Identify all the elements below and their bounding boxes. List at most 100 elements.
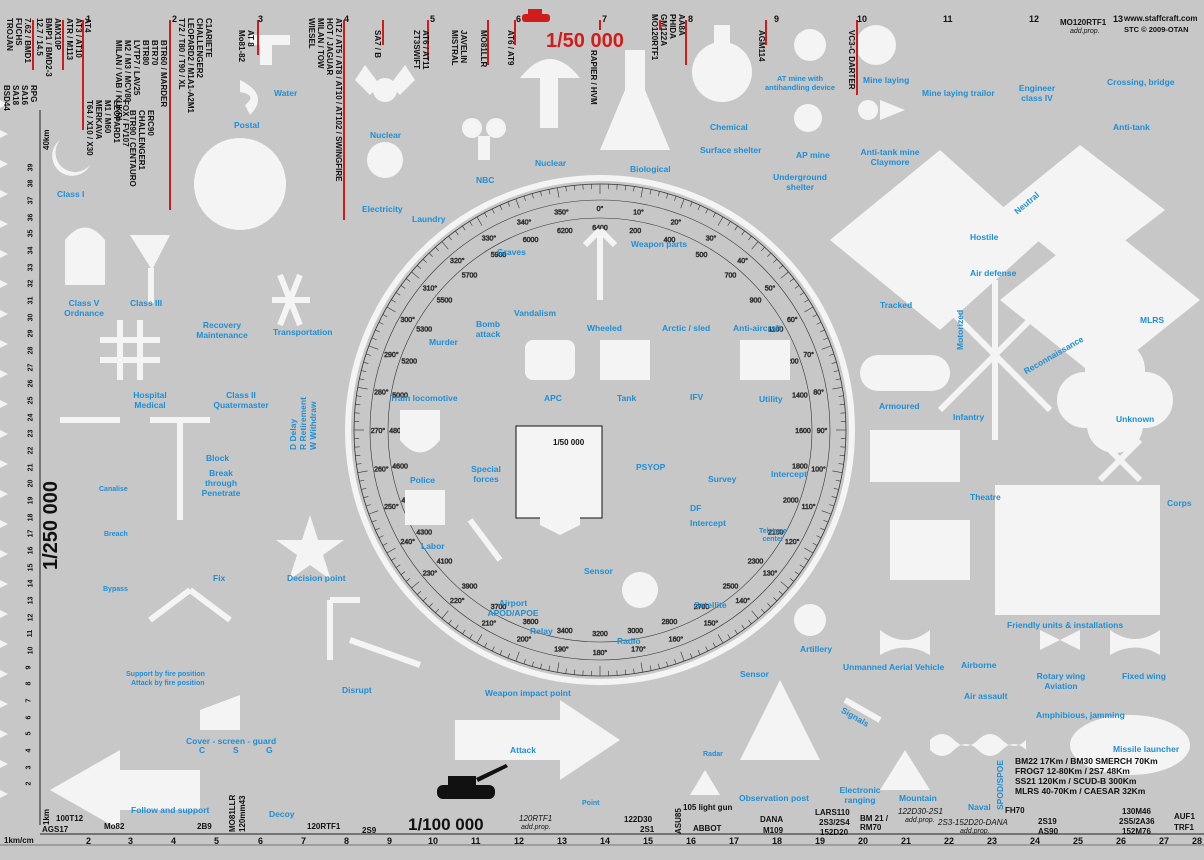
label-laundry: Laundry: [412, 214, 446, 224]
protractor-degree-label: 0°: [597, 205, 604, 213]
left-km-40: 40km: [42, 129, 51, 150]
protractor-mil-label: 5000: [392, 393, 408, 400]
label-utility: Utility: [759, 394, 783, 404]
bot-ruler-10: 10: [428, 836, 439, 846]
protractor-degree-label: 290°: [384, 351, 399, 359]
protractor-tick: [751, 610, 759, 619]
label-nuclear-2: Nuclear: [535, 158, 567, 168]
label-support-by-fire: Support by fire position: [126, 671, 205, 678]
protractor-degree-label: 30°: [706, 235, 717, 243]
bv-asu85: ASU85: [674, 808, 683, 834]
protractor-degree-label: 170°: [631, 646, 646, 654]
protractor-tick: [462, 629, 466, 635]
protractor-tick: [363, 361, 369, 364]
protractor-tick: [484, 642, 488, 648]
label-teletype: Teletype center: [759, 528, 787, 543]
bv-fh70: FH70: [1005, 806, 1025, 815]
protractor-tick: [356, 395, 362, 397]
protractor-mil-label: 4800: [389, 428, 405, 435]
label-biological: Biological: [630, 164, 671, 174]
label-train: Train locomotive: [390, 393, 458, 403]
protractor-tick: [799, 564, 805, 568]
protractor-tick: [395, 292, 401, 296]
protractor-tick: [773, 597, 778, 602]
bv-152d20: 152D20: [820, 828, 849, 837]
label-decoy: Decoy: [269, 809, 295, 819]
protractor-tick: [658, 191, 660, 197]
label-sensor-1: Sensor: [584, 566, 613, 576]
left-ruler-number: 12: [27, 613, 35, 622]
protractor-mil-label: 200: [629, 228, 641, 235]
label-c: C: [199, 745, 206, 755]
protractor-tick: [441, 241, 449, 250]
label-fix: Fix: [213, 573, 226, 583]
label-ifv: IFV: [690, 392, 704, 402]
label-weapon-parts: Weapon parts: [631, 239, 688, 249]
protractor-tick: [633, 668, 635, 674]
protractor-degree-label: 190°: [554, 646, 569, 654]
bot-ruler-19: 19: [815, 836, 826, 846]
protractor-mil-label: 500: [696, 252, 708, 259]
protractor-mil-label: 3200: [592, 631, 608, 638]
protractor-tick: [365, 353, 371, 356]
label-hostile: Hostile: [970, 232, 999, 242]
label-wheeled: Wheeled: [587, 323, 622, 333]
label-mine-laying-trailor: Mine laying trailor: [922, 88, 995, 98]
protractor-tick: [378, 535, 384, 539]
label-cover-screen-guard: Cover - screen - guard: [186, 736, 277, 746]
left-ruler-number: 39: [27, 163, 35, 172]
protractor-degree-label: 40°: [737, 257, 748, 265]
protractor-mil-label: 1200: [783, 359, 799, 366]
label-crossing-bridge: Crossing, bridge: [1107, 77, 1175, 87]
top-ruler-11: 11: [943, 14, 953, 24]
protractor-tick: [804, 547, 814, 554]
label-transportation: Transportation: [273, 327, 333, 337]
bv-dana: DANA: [760, 815, 784, 824]
bot-ruler-22: 22: [944, 836, 955, 846]
protractor-tick: [400, 571, 406, 575]
left-ruler-number: 5: [25, 731, 33, 736]
protractor-mil-label: 1600: [795, 428, 811, 435]
protractor-tick: [799, 292, 805, 296]
left-ruler-number: 38: [27, 179, 35, 188]
label-tank: Tank: [617, 393, 637, 403]
protractor-tick: [829, 504, 835, 507]
label-water: Water: [274, 88, 298, 98]
protractor-tick: [499, 650, 503, 655]
protractor-tick: [368, 510, 379, 515]
left-ruler-number: 32: [27, 279, 35, 288]
protractor-tick: [823, 337, 829, 340]
protractor-tick: [531, 661, 534, 667]
label-mlrs: MLRS: [1140, 315, 1165, 325]
protractor-tick: [361, 488, 367, 490]
left-ruler-number: 9: [25, 665, 33, 670]
protractor-tick: [712, 212, 716, 218]
protractor-tick: [649, 665, 652, 671]
protractor-degree-label: 260°: [374, 466, 389, 474]
protractor-tick: [375, 329, 380, 333]
label-psyop: PSYOP: [636, 462, 666, 472]
protractor-degree-label: 140°: [735, 597, 750, 605]
line-cutouts: [60, 227, 1143, 723]
left-ruler-number: 27: [27, 363, 35, 372]
bv-100t12: 100T12: [56, 814, 84, 823]
protractor-tick: [727, 634, 731, 639]
label-electricity: Electricity: [362, 204, 403, 214]
mo120-add-prop: add.prop.: [1070, 28, 1100, 35]
label-electronic-ranging: Electronic ranging: [839, 785, 881, 805]
label-infantry: Infantry: [953, 412, 985, 422]
label-radio: Radio: [617, 636, 641, 646]
protractor-tick: [705, 208, 709, 214]
protractor-degree-label: 200°: [517, 636, 532, 644]
label-engineer: Engineer class IV: [1018, 83, 1056, 103]
label-intercept-2: Intercept: [690, 518, 726, 528]
protractor-tick: [773, 258, 778, 263]
protractor-tick: [422, 258, 427, 263]
protractor-tick: [761, 608, 765, 614]
protractor-tick: [565, 186, 567, 192]
protractor-tick: [666, 193, 669, 199]
label-canalise: Canalise: [99, 486, 128, 493]
label-weapon-impact: Weapon impact point: [485, 688, 571, 698]
